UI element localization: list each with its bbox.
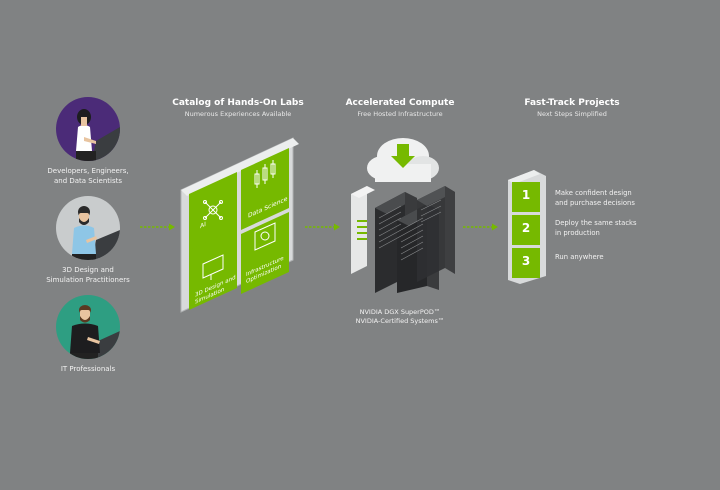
compute-title: Accelerated Compute <box>345 98 455 108</box>
designer-avatar <box>56 196 120 260</box>
persona-label-3d-design: 3D Design and Simulation Practitioners <box>46 266 130 284</box>
projects-title: Fast-Track Projects <box>524 98 620 108</box>
compute-caption-dgx: NVIDIA DGX SuperPOD™ <box>359 308 441 316</box>
step-number-2: 2 <box>521 221 531 235</box>
arrow-right-icon <box>305 223 340 231</box>
data-science-icon <box>254 160 276 188</box>
step-number-3: 3 <box>521 254 531 268</box>
projects-subtitle: Next Steps Simplified <box>537 110 607 118</box>
step-text-1: Make confident design and purchase decis… <box>555 189 635 207</box>
gear-icon <box>254 222 276 251</box>
catalog-subtitle: Numerous Experiences Available <box>184 110 292 118</box>
it-illustration <box>70 305 120 359</box>
step-number-1: 1 <box>521 188 531 202</box>
developer-illustration <box>76 109 120 161</box>
compute-subtitle: Free Hosted Infrastructure <box>357 110 443 118</box>
compute-caption-certified: NVIDIA-Certified Systems™ <box>355 317 445 325</box>
ai-icon <box>203 200 223 220</box>
designer-illustration <box>72 206 120 260</box>
monitor-icon <box>202 254 224 280</box>
lab-catalog-illustration <box>180 137 299 313</box>
persona-label-it: IT Professionals <box>60 365 116 373</box>
step-text-2: Deploy the same stacks in production <box>555 219 637 237</box>
arrow-right-icon <box>140 223 175 231</box>
server-rack-illustration <box>351 138 455 293</box>
steps-stack-illustration <box>508 170 546 284</box>
catalog-title: Catalog of Hands-On Labs <box>172 98 304 108</box>
server-rack <box>417 186 455 282</box>
it-avatar <box>56 295 120 359</box>
cloud-download-icon <box>367 138 439 182</box>
persona-label-developers: Developers, Engineers, and Data Scientis… <box>47 167 129 185</box>
developer-avatar <box>56 97 120 161</box>
arrow-right-icon <box>463 223 498 231</box>
step-text-3: Run anywhere <box>555 253 604 261</box>
